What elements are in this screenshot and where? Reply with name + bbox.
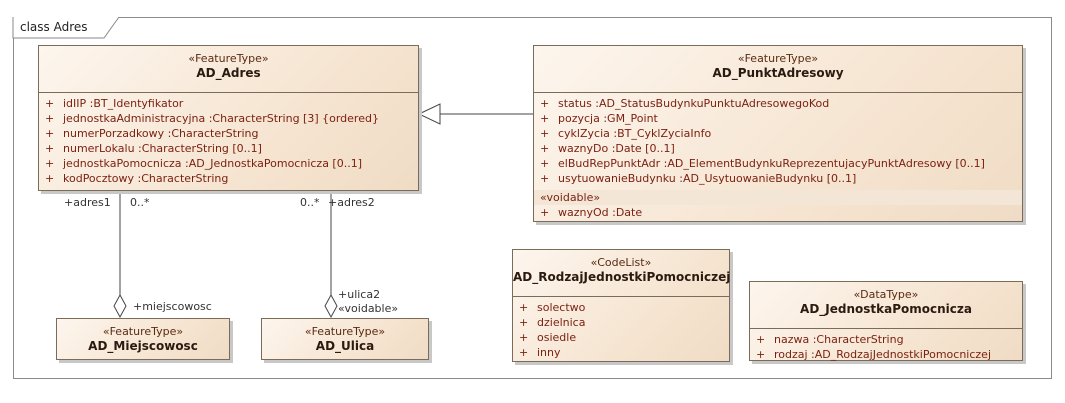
class-stereotype: «DataType»: [853, 288, 919, 301]
class-stereotype: «FeatureType»: [737, 52, 819, 65]
attribute-row: + kodPocztowy :CharacterString: [39, 171, 418, 186]
attribute-text: waznyDo :Date [0..1]: [558, 142, 675, 155]
visibility-marker: +: [540, 157, 550, 170]
attribute-text: usytuowanieBudynku :AD_UsytuowanieBudynk…: [558, 172, 857, 185]
attribute-text: numerPorzadkowy :CharacterString: [63, 127, 259, 140]
class-ad-punktadresowy[interactable]: «FeatureType» AD_PunktAdresowy + status :…: [533, 45, 1023, 222]
attribute-text: nazwa :CharacterString: [774, 333, 904, 346]
literal-text: inny: [537, 346, 561, 359]
class-header: «FeatureType» AD_PunktAdresowy: [534, 46, 1022, 92]
attribute-text: numerLokalu :CharacterString [0..1]: [63, 142, 262, 155]
attribute-row: + usytuowanieBudynku :AD_UsytuowanieBudyn…: [534, 171, 1022, 186]
attribute-row: + waznyOd :Date: [534, 205, 1022, 220]
visibility-marker: +: [540, 127, 550, 140]
attribute-text: waznyOd :Date: [558, 206, 643, 219]
attribute-text: jednostkaPomocnicza :AD_JednostkaPomocni…: [63, 157, 363, 170]
generalization-arrowhead: [417, 103, 441, 125]
literal-row: + solectwo: [513, 300, 729, 315]
class-stereotype: «FeatureType»: [304, 325, 386, 338]
class-ad-miejscowosc[interactable]: «FeatureType» AD_Miejscowosc: [56, 318, 230, 360]
class-name: AD_Ulica: [315, 339, 375, 353]
visibility-marker: +: [45, 112, 55, 125]
attribute-row: + idIIP :BT_Identyfikator: [39, 96, 418, 111]
class-header: «DataType» AD_JednostkaPomocnicza: [750, 282, 1022, 328]
class-name: AD_PunktAdresowy: [712, 66, 844, 80]
attribute-row: + numerPorzadkowy :CharacterString: [39, 126, 418, 141]
visibility-marker: +: [45, 142, 55, 155]
multiplicity-label-adres1: 0..*: [130, 196, 150, 209]
attribute-row: + status :AD_StatusBudynkuPunktuAdresoweg…: [534, 96, 1022, 111]
class-ad-rodzajjednostkipomocniczej[interactable]: «CodeList» AD_RodzajJednostkiPomocniczej…: [512, 249, 730, 362]
attribute-text: jednostkaAdministracyjna :CharacterStrin…: [63, 112, 379, 125]
class-header: «FeatureType» AD_Miejscowosc: [57, 319, 229, 353]
class-header: «FeatureType» AD_Ulica: [262, 319, 428, 353]
attribute-text: idIIP :BT_Identyfikator: [63, 97, 184, 110]
literal-text: solectwo: [537, 301, 586, 314]
class-stereotype: «FeatureType»: [188, 52, 269, 65]
class-header: «CodeList» AD_RodzajJednostkiPomocniczej: [513, 250, 731, 296]
visibility-marker: +: [45, 172, 55, 185]
role-label-miejscowosc: +miejscowosc: [133, 300, 212, 313]
attribute-text: cyklZycia :BT_CyklZyciaInfo: [558, 127, 712, 140]
attribute-row: + elBudRepPunktAdr :AD_ElementBudynkuRepr…: [534, 156, 1022, 171]
attribute-row: + jednostkaPomocnicza :AD_JednostkaPomocn…: [39, 156, 418, 171]
literal-row: + dzielnica: [513, 315, 729, 330]
visibility-marker: +: [519, 346, 529, 359]
class-ad-adres[interactable]: «FeatureType» AD_Adres + idIIP :BT_Identy…: [38, 45, 419, 191]
attribute-text: status :AD_StatusBudynkuPunktuAdresowego…: [558, 97, 830, 110]
attribute-row: + jednostkaAdministracyjna :CharacterStri…: [39, 111, 418, 126]
literal-text: osiedle: [537, 331, 577, 344]
visibility-marker: +: [540, 142, 550, 155]
attribute-compartment: + status :AD_StatusBudynkuPunktuAdresoweg…: [534, 92, 1022, 222]
class-header: «FeatureType» AD_Adres: [39, 46, 418, 92]
attribute-row: + rodzaj :AD_RodzajJednostkiPomocniczej: [750, 347, 1022, 362]
aggregation-diamond-miejscowosc: [113, 293, 127, 319]
visibility-marker: +: [540, 97, 550, 110]
literal-row: + inny: [513, 345, 729, 360]
class-ad-jednostkapomocnicza[interactable]: «DataType» AD_JednostkaPomocnicza + nazwa…: [749, 281, 1023, 361]
multiplicity-label-adres2: 0..*: [300, 196, 320, 209]
class-name: AD_Miejscowosc: [88, 339, 198, 353]
attribute-row: + numerLokalu :CharacterString [0..1]: [39, 141, 418, 156]
role-label-adres1: +adres1: [64, 196, 111, 209]
visibility-marker: +: [45, 97, 55, 110]
attribute-row: + pozycja :GM_Point: [534, 111, 1022, 126]
class-stereotype: «CodeList»: [590, 256, 652, 269]
literal-text: dzielnica: [537, 316, 586, 329]
role-label-ulica: +ulica2: [338, 288, 381, 301]
frame-label: class Adres: [20, 20, 88, 34]
visibility-marker: +: [540, 206, 550, 219]
aggregation-diamond-ulica: [324, 293, 338, 319]
class-ad-ulica[interactable]: «FeatureType» AD_Ulica: [261, 318, 429, 360]
visibility-marker: +: [45, 127, 55, 140]
visibility-marker: +: [519, 316, 529, 329]
visibility-marker: +: [756, 348, 766, 361]
class-name: AD_JednostkaPomocnicza: [800, 302, 972, 316]
stereotype-label-ulica: «voidable»: [338, 302, 399, 315]
visibility-marker: +: [540, 112, 550, 125]
voidable-stereotype-label: «voidable»: [534, 190, 1022, 205]
attribute-row: + waznyDo :Date [0..1]: [534, 141, 1022, 156]
attribute-text: pozycja :GM_Point: [558, 112, 658, 125]
attribute-compartment: + nazwa :CharacterString + rodzaj :AD_Rodz…: [750, 328, 1022, 364]
role-label-adres2: +adres2: [328, 196, 375, 209]
literal-row: + osiedle: [513, 330, 729, 345]
attribute-row: + nazwa :CharacterString: [750, 332, 1022, 347]
visibility-marker: +: [519, 301, 529, 314]
attribute-row: + cyklZycia :BT_CyklZyciaInfo: [534, 126, 1022, 141]
attribute-text: kodPocztowy :CharacterString: [63, 172, 229, 185]
frame-tab-outline: [12, 16, 120, 39]
attribute-text: rodzaj :AD_RodzajJednostkiPomocniczej: [774, 348, 991, 361]
attribute-text: elBudRepPunktAdr :AD_ElementBudynkuRepre…: [558, 157, 985, 170]
visibility-marker: +: [756, 333, 766, 346]
visibility-marker: +: [519, 331, 529, 344]
literal-compartment: + solectwo + dzielnica + osiedle + inny: [513, 296, 729, 362]
visibility-marker: +: [540, 172, 550, 185]
attribute-compartment: + idIIP :BT_Identyfikator + jednostkaAdmin…: [39, 92, 418, 188]
class-name: AD_RodzajJednostkiPomocniczej: [513, 270, 731, 284]
class-name: AD_Adres: [196, 66, 261, 80]
class-stereotype: «FeatureType»: [102, 325, 184, 338]
visibility-marker: +: [45, 157, 55, 170]
